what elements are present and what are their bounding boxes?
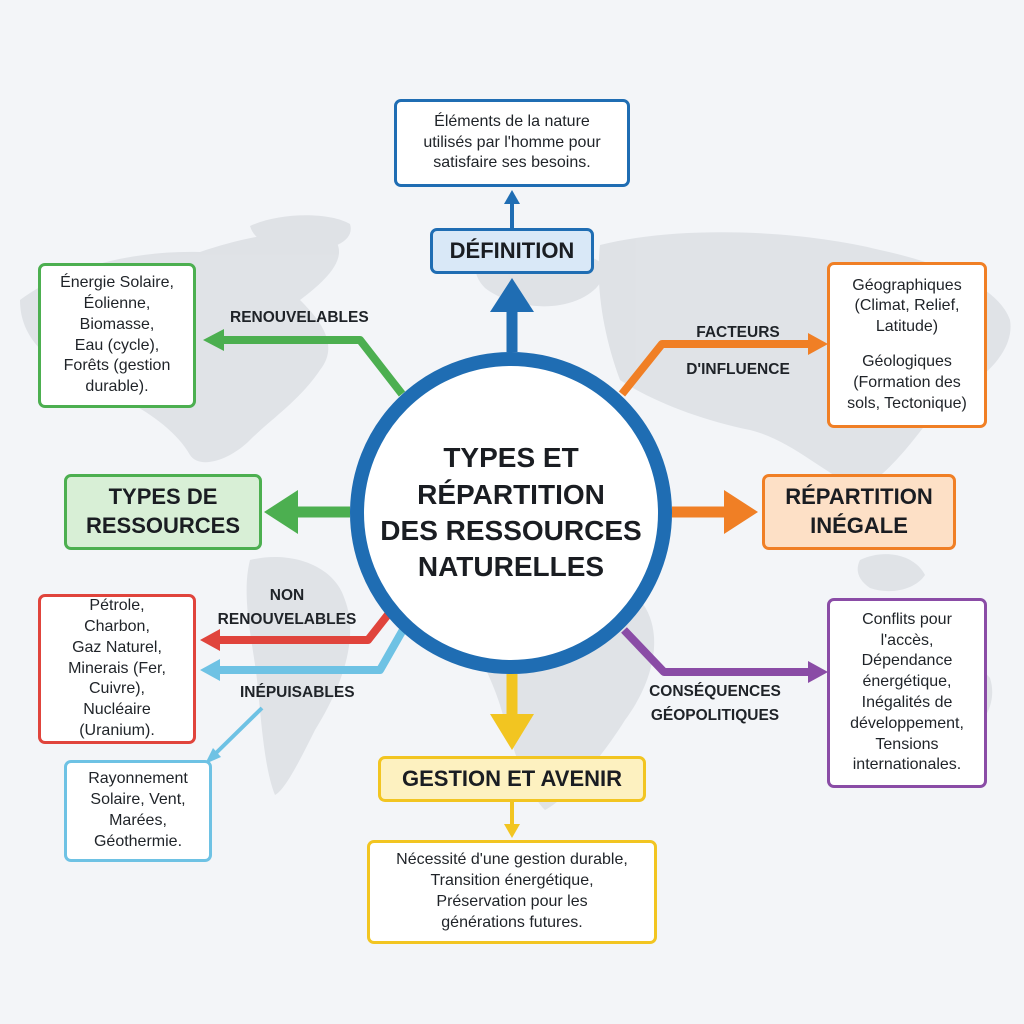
inepuisables-text-line: Rayonnement — [88, 770, 188, 788]
facteurs-label-line: D'INFLUENCE — [686, 361, 790, 379]
renouvelables-label: RENOUVELABLES — [230, 306, 369, 330]
definition-text-line: Éléments de la nature — [434, 112, 590, 130]
definition-title: DÉFINITION — [449, 237, 575, 263]
definition-text-line: satisfaire ses besoins. — [433, 154, 591, 172]
types-title-line: RESSOURCES — [85, 513, 241, 538]
central-topic-circle: TYPES ET RÉPARTITION DES RESSOURCES NATU… — [350, 352, 672, 674]
renouvelables-text-line: durable). — [85, 378, 149, 396]
consequences-text-box: Conflits pour l'accès, Dépendance énergé… — [827, 598, 987, 788]
inepuisables-label: INÉPUISABLES — [240, 681, 355, 705]
definition-text-box: Éléments de la nature utilisés par l'hom… — [394, 99, 630, 187]
consequences-label: CONSÉQUENCES GÉOPOLITIQUES — [640, 680, 790, 728]
arrowhead-inepuisables — [200, 659, 220, 681]
gestion-title: GESTION ET AVENIR — [401, 765, 623, 791]
repartition-inegale-heading: RÉPARTITION INÉGALE — [762, 474, 956, 550]
non-renouvelables-label-line: RENOUVELABLES — [217, 611, 357, 629]
non-renouvelables-label: NON RENOUVELABLES — [212, 584, 362, 632]
arrow-non-renouvelables — [218, 609, 394, 644]
arrowhead-renouvelables — [203, 329, 224, 351]
gestion-avenir-heading: GESTION ET AVENIR — [378, 756, 646, 802]
repartition-title-line: RÉPARTITION — [785, 484, 933, 510]
southeast-asia-shape — [857, 554, 925, 592]
non-renouvelables-text-line: Cuivre), — [88, 680, 145, 698]
arrow-renouvelables — [222, 336, 406, 397]
center-title-line: TYPES ET — [443, 442, 579, 474]
inepuisables-text-box: Rayonnement Solaire, Vent, Marées, Géoth… — [64, 760, 212, 862]
renouvelables-text-line: Éolienne, — [83, 294, 151, 312]
south-america-shape — [246, 556, 351, 795]
greenland-shape — [250, 215, 351, 252]
consequences-label-line: CONSÉQUENCES — [649, 683, 781, 700]
arrow-inepuisables-to-box — [212, 706, 264, 757]
facteurs-text-line: (Formation des — [853, 373, 961, 391]
arrow-consequences — [621, 627, 810, 676]
definition-heading: DÉFINITION — [430, 228, 594, 274]
non-renouvelables-text-line: Minerais (Fer, — [68, 659, 166, 677]
renouvelables-text-line: Biomasse, — [79, 315, 155, 333]
arrow-facteurs — [618, 340, 810, 397]
consequences-text-line: l'accès, — [880, 631, 934, 649]
arrowhead-facteurs — [808, 333, 828, 355]
arrowhead-definition — [490, 278, 534, 312]
inepuisables-text-line: Solaire, Vent, — [90, 791, 186, 809]
arrow-inepuisables — [218, 626, 408, 674]
consequences-text-line: Dépendance — [861, 652, 953, 670]
gestion-text-line: Transition énergétique, — [430, 872, 594, 890]
arrowhead-definition-text — [504, 190, 520, 204]
renouvelables-text-box: Énergie Solaire, Éolienne, Biomasse, Eau… — [38, 263, 196, 408]
consequences-label-line: GÉOPOLITIQUES — [650, 707, 780, 725]
definition-text-line: utilisés par l'homme pour — [423, 133, 601, 151]
gestion-text-box: Nécessité d'une gestion durable, Transit… — [367, 840, 657, 944]
arrowhead-gestion-text — [504, 824, 520, 838]
renouvelables-text-line: Forêts (gestion — [63, 357, 171, 375]
non-renouvelables-text-line: Pétrole, — [89, 597, 145, 615]
gestion-text-line: Préservation pour les — [436, 893, 588, 910]
center-title-line: DES RESSOURCES — [380, 515, 642, 546]
arrowhead-gestion — [490, 714, 534, 750]
consequences-text-line: Inégalités de — [861, 694, 953, 711]
gestion-text-line: Nécessité d'une gestion durable, — [396, 851, 628, 869]
facteurs-text-line: Latitude) — [875, 318, 939, 336]
gestion-text-line: générations futures. — [441, 913, 583, 931]
non-renouvelables-text-line: Nucléaire — [83, 701, 151, 719]
facteurs-label: FACTEURS D'INFLUENCE — [668, 314, 808, 388]
renouvelables-label-text: RENOUVELABLES — [230, 309, 369, 326]
consequences-text-line: Tensions — [875, 735, 939, 753]
facteurs-text-line: (Climat, Relief, — [854, 297, 960, 315]
center-title-line: NATURELLES — [417, 551, 605, 583]
renouvelables-text-line: Énergie Solaire, — [60, 274, 174, 292]
inepuisables-text-line: Géothermie. — [93, 832, 183, 850]
consequences-text-line: internationales. — [852, 756, 962, 774]
non-renouvelables-text-line: (Uranium). — [79, 722, 155, 739]
non-renouvelables-label-line: NON — [269, 587, 305, 604]
facteurs-text-line: sols, Tectonique) — [847, 394, 967, 412]
arrowhead-repartition — [724, 490, 758, 534]
inepuisables-text-line: Marées, — [109, 812, 167, 829]
facteurs-text-line: Géographiques — [852, 276, 962, 294]
arrowhead-inepuisables-box — [205, 748, 221, 764]
types-title-line: TYPES DE — [108, 484, 218, 510]
arrowhead-types — [264, 490, 298, 534]
non-renouvelables-text-line: Charbon, — [84, 618, 150, 636]
facteurs-text-line: Géologiques — [862, 353, 952, 370]
types-ressources-heading: TYPES DE RESSOURCES — [64, 474, 262, 550]
renouvelables-text-line: Eau (cycle), — [74, 336, 160, 354]
consequences-text-line: Conflits pour — [862, 610, 952, 628]
facteurs-text-box: Géographiques (Climat, Relief, Latitude)… — [827, 262, 987, 428]
non-renouvelables-text-line: Gaz Naturel, — [72, 638, 162, 656]
facteurs-label-line: FACTEURS — [696, 324, 780, 341]
consequences-text-line: développement, — [850, 714, 964, 732]
non-renouvelables-text-box: Pétrole, Charbon, Gaz Naturel, Minerais … — [38, 594, 196, 744]
arrowhead-consequences — [808, 661, 828, 683]
repartition-title-line: INÉGALE — [810, 513, 908, 538]
connector-arrows — [200, 190, 828, 838]
center-title-line: RÉPARTITION — [417, 478, 605, 510]
consequences-text-line: énergétique, — [862, 673, 952, 691]
arrowhead-non-renouvelables — [200, 629, 220, 651]
inepuisables-label-text: INÉPUISABLES — [240, 684, 355, 701]
